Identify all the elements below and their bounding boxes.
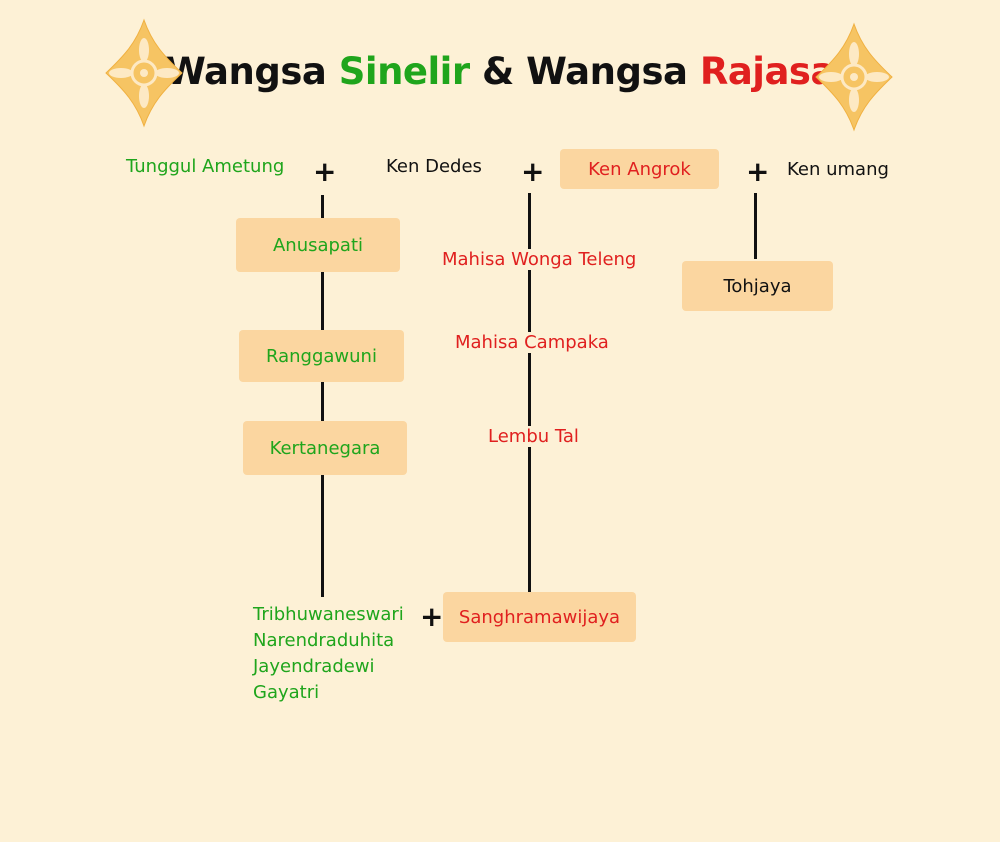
person-sanghramawijaya: Sanghramawijaya: [458, 606, 621, 628]
person-mahisa-wonga-teleng: Mahisa Wonga Teleng: [440, 249, 639, 270]
title-rajasa: Rajasa: [699, 50, 836, 93]
person-kertanegara-box: Kertanegara: [243, 421, 407, 475]
page-title: Wangsa Sinelir & Wangsa Rajasa: [165, 50, 836, 93]
person-sanghramawijaya-box: Sanghramawijaya: [443, 592, 636, 642]
person-ranggawuni: Ranggawuni: [266, 345, 377, 367]
person-ken-dedes: Ken Dedes: [386, 156, 482, 177]
lotus-ornament-icon: [815, 22, 893, 132]
wife-names-list: Tribhuwaneswari Narendraduhita Jayendrad…: [253, 602, 404, 706]
person-tohjaya-box: Tohjaya: [682, 261, 833, 311]
person-ken-angrok-box: Ken Angrok: [560, 149, 719, 189]
wife-name: Tribhuwaneswari: [253, 604, 404, 625]
rajasa-line-connector: [528, 193, 531, 593]
sinelir-line-connector: [321, 195, 324, 597]
umang-line-connector: [754, 193, 757, 259]
person-tunggul-ametung: Tunggul Ametung: [126, 156, 285, 177]
plus-sign: +: [521, 155, 545, 188]
person-tohjaya: Tohjaya: [723, 275, 792, 297]
person-anusapati: Anusapati: [272, 234, 364, 256]
person-anusapati-box: Anusapati: [236, 218, 400, 272]
person-ken-umang: Ken umang: [787, 159, 889, 180]
person-mahisa-campaka: Mahisa Campaka: [453, 332, 611, 353]
wife-name: Narendraduhita: [253, 630, 395, 651]
wife-name: Jayendradewi: [253, 656, 375, 677]
person-ken-angrok: Ken Angrok: [588, 158, 691, 180]
plus-sign: +: [313, 155, 337, 188]
wife-name: Gayatri: [253, 682, 320, 703]
person-kertanegara: Kertanegara: [269, 437, 381, 459]
lotus-ornament-icon: [105, 18, 183, 128]
person-lembu-tal: Lembu Tal: [486, 426, 581, 447]
person-ranggawuni-box: Ranggawuni: [239, 330, 404, 382]
plus-sign: +: [746, 155, 770, 188]
plus-sign: +: [420, 600, 444, 633]
title-sinelir: Sinelir: [338, 50, 470, 93]
